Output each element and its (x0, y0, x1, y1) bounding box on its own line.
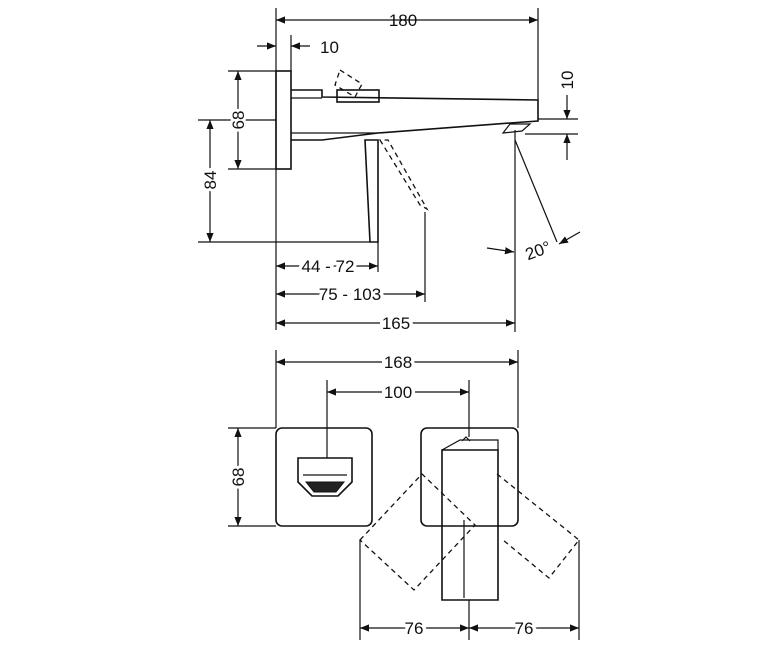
spout-outlet-front (297, 457, 353, 497)
lever-front (441, 449, 499, 601)
spout-plate-front (275, 427, 373, 527)
dim-10-spout-label: 10 (558, 71, 577, 90)
dim-76-left-label: 76 (405, 619, 424, 638)
spout-body (291, 89, 539, 141)
dim-84-label: 84 (201, 171, 220, 190)
handle-plate-front (420, 427, 519, 527)
lever-swing-right (496, 473, 580, 579)
dim-75-103-label: 75 - 103 (319, 285, 381, 304)
dim-180-label: 180 (389, 11, 417, 30)
lever-up-dashed (334, 69, 363, 98)
wall-plate-side (275, 70, 292, 170)
dim-76-right-label: 76 (515, 619, 534, 638)
angle-line (514, 139, 558, 243)
dim-44-72-label: 44 - 72 (302, 257, 355, 276)
dim-100-label: 100 (384, 383, 412, 402)
front-view: 168 100 68 76 76 (226, 350, 580, 642)
dim-68-side-label: 68 (229, 111, 248, 130)
outlet-grille (304, 481, 346, 493)
dim-165-label: 165 (382, 314, 410, 333)
dim-angle-label: 20° (523, 238, 554, 265)
dim-10-plate-label: 10 (320, 38, 339, 57)
lever-swing-left (359, 473, 476, 591)
lever-tilt-dashed (378, 139, 429, 211)
dim-168-label: 168 (384, 353, 412, 372)
dim-68-front-label: 68 (229, 468, 248, 487)
side-view: 180 10 68 84 10 20° 44 - 72 75 - 103 165 (198, 8, 581, 337)
lever-down (364, 139, 379, 243)
aerator (501, 123, 532, 134)
handle-base-top (336, 89, 380, 103)
